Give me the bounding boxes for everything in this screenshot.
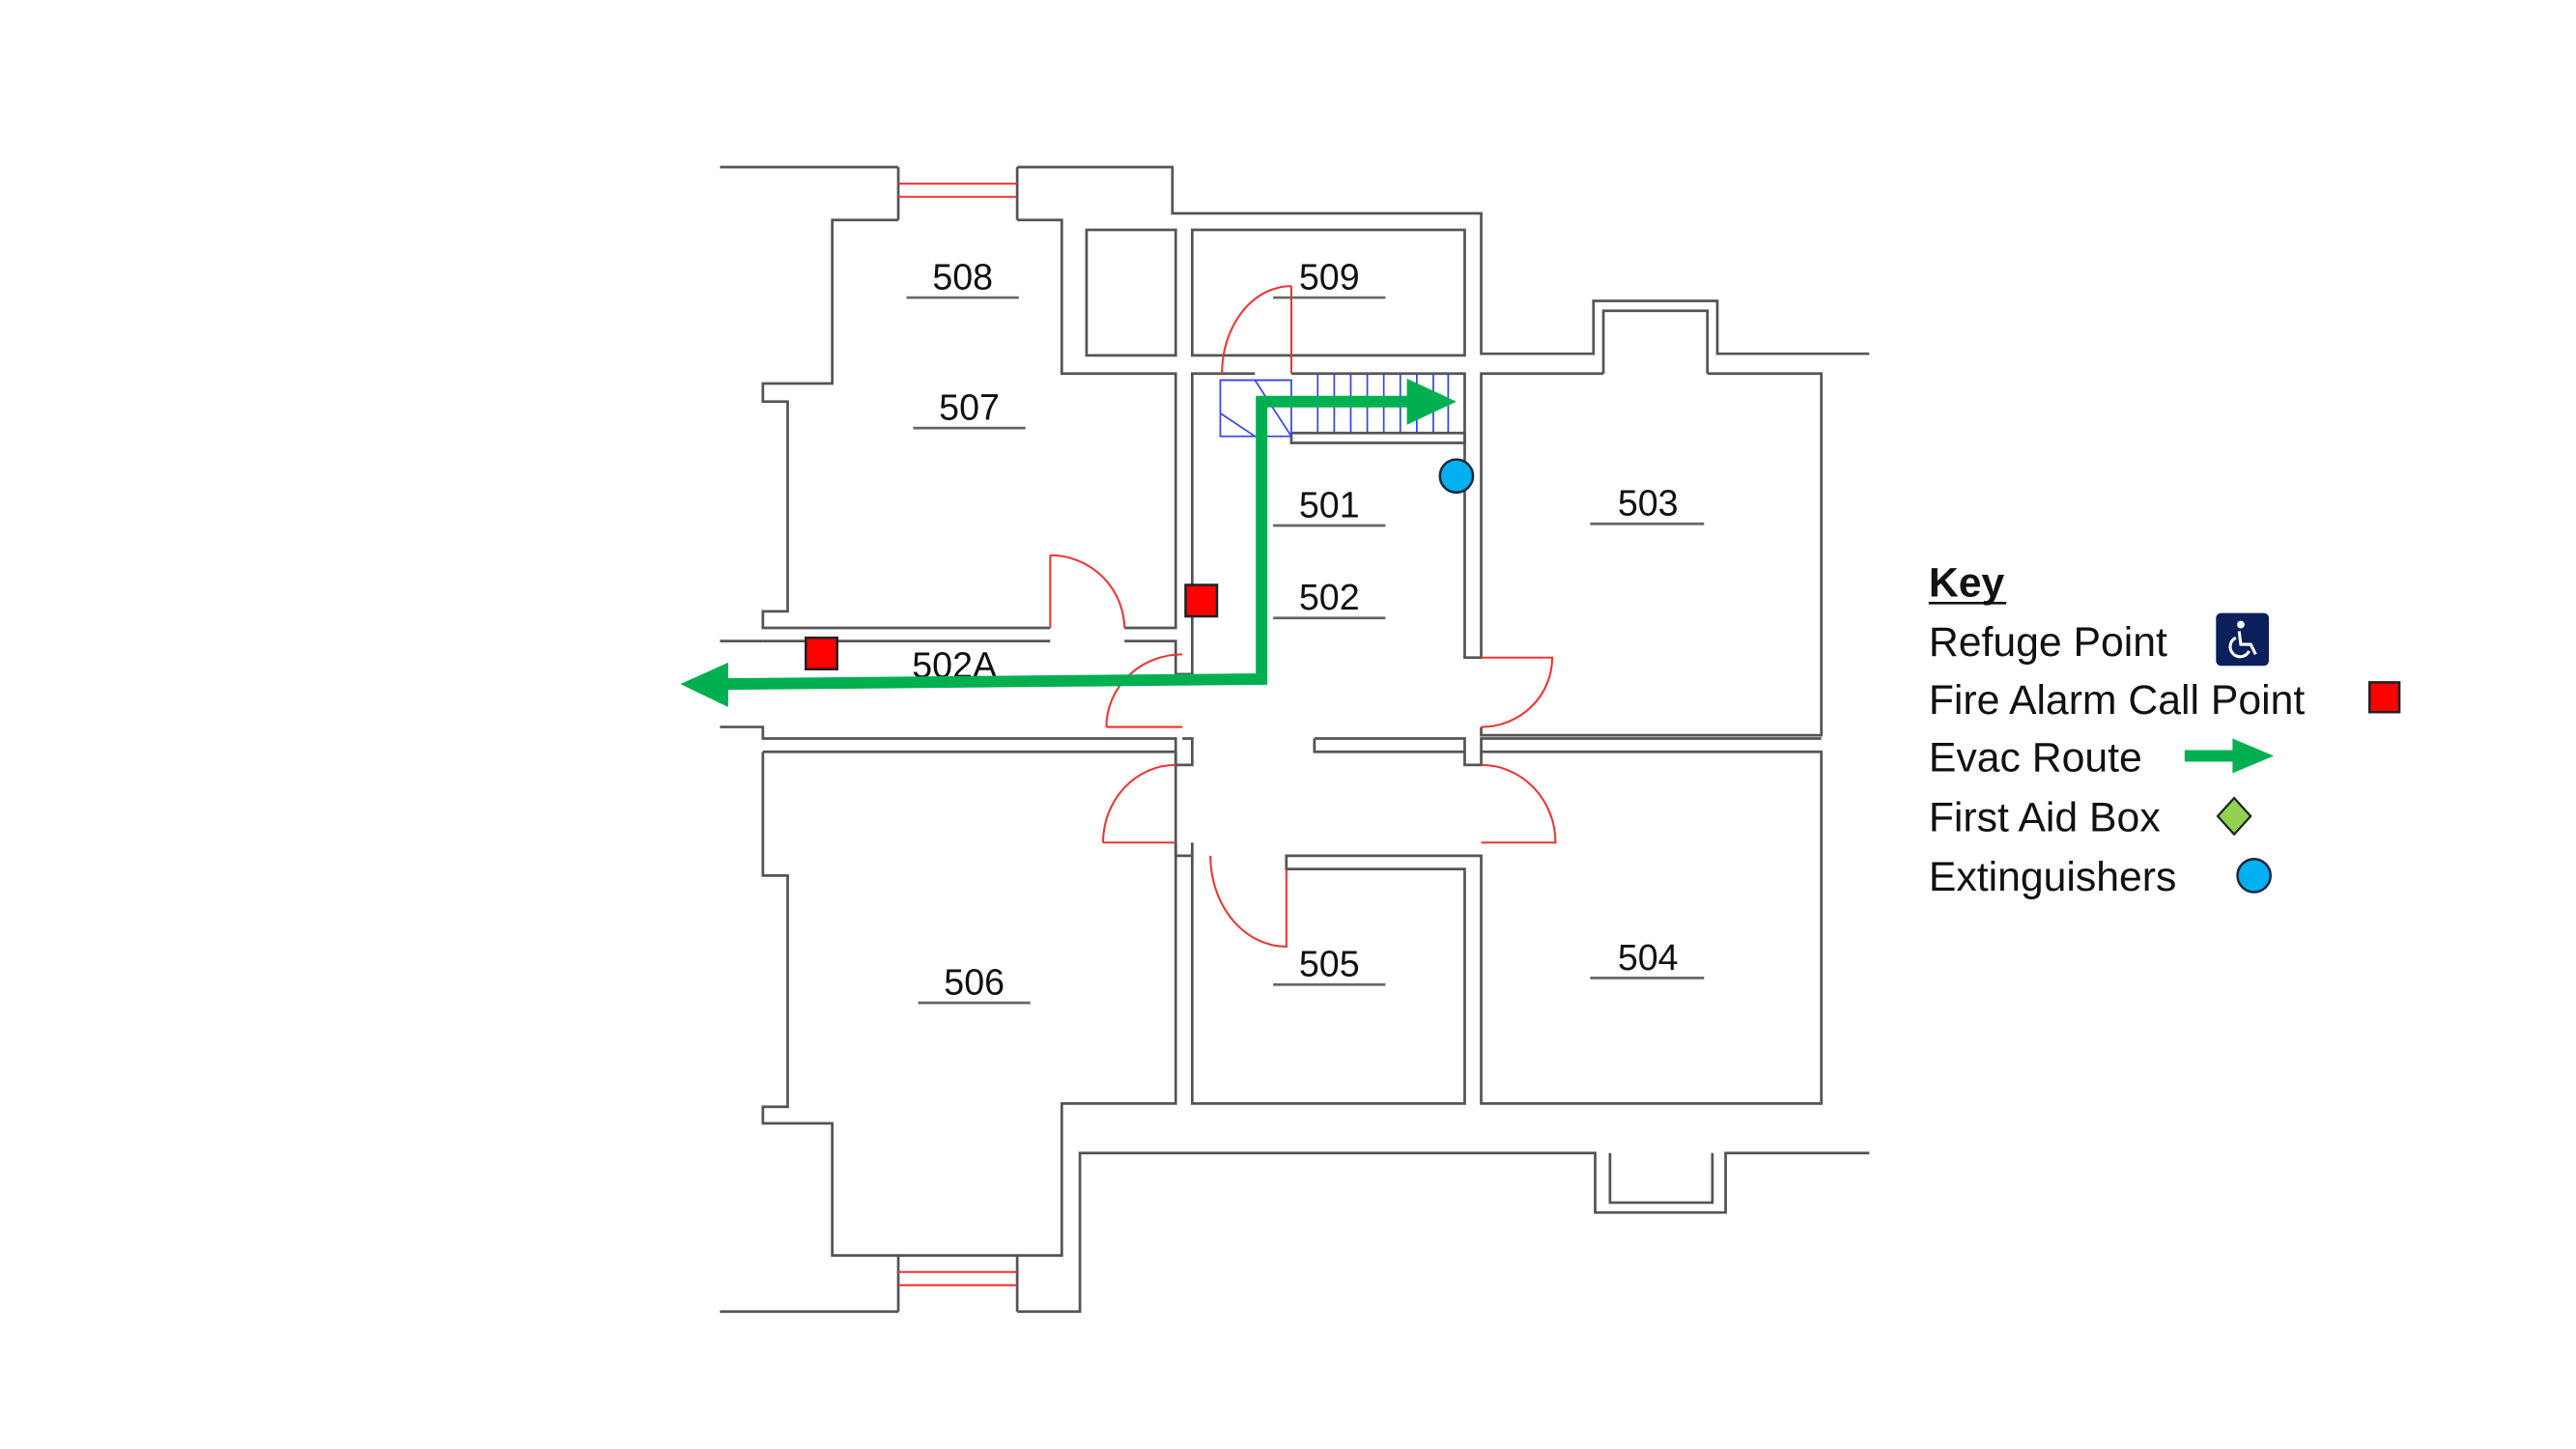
legend-fire-alarm-label: Fire Alarm Call Point <box>1929 677 2306 724</box>
red-square-icon <box>2368 681 2401 714</box>
room-506-label: 506 <box>944 962 1005 1003</box>
fire-alarm-call-point <box>1184 583 1219 618</box>
legend: Key Refuge Point Fire Alarm Call Point E… <box>1928 560 2401 900</box>
evac-arrow-head-right <box>1406 378 1457 425</box>
legend-refuge-point-label: Refuge Point <box>1929 619 2167 666</box>
legend-first-aid-label: First Aid Box <box>1929 794 2161 840</box>
evac-arrow-head-left <box>680 662 728 708</box>
room-504-label: 504 <box>1618 937 1679 978</box>
room-501-label: 501 <box>1299 484 1360 525</box>
room-503-label: 503 <box>1618 483 1679 524</box>
walls <box>720 165 1870 1314</box>
evac-route <box>680 378 1457 708</box>
green-diamond-icon <box>2216 796 2252 837</box>
extinguisher-marker <box>1438 458 1475 495</box>
green-arrow-icon <box>2184 738 2275 774</box>
room-509-label: 509 <box>1299 257 1360 298</box>
room-labels: 508 507 509 501 502 502A 503 504 505 506 <box>906 257 1705 1005</box>
legend-title: Key <box>1929 560 2005 607</box>
doors <box>1049 285 1557 948</box>
fire-alarm-call-point <box>805 636 839 671</box>
room-507-label: 507 <box>939 387 1000 428</box>
room-502-label: 502 <box>1299 577 1360 617</box>
exit-stairs-markings <box>898 183 1018 1287</box>
room-508-label: 508 <box>932 257 993 298</box>
room-505-label: 505 <box>1299 944 1360 984</box>
legend-extinguishers-label: Extinguishers <box>1929 854 2177 900</box>
evac-route-path <box>726 395 1414 691</box>
blue-circle-icon <box>2236 858 2273 894</box>
wheelchair-icon <box>2216 612 2270 667</box>
legend-evac-route-label: Evac Route <box>1929 735 2142 781</box>
